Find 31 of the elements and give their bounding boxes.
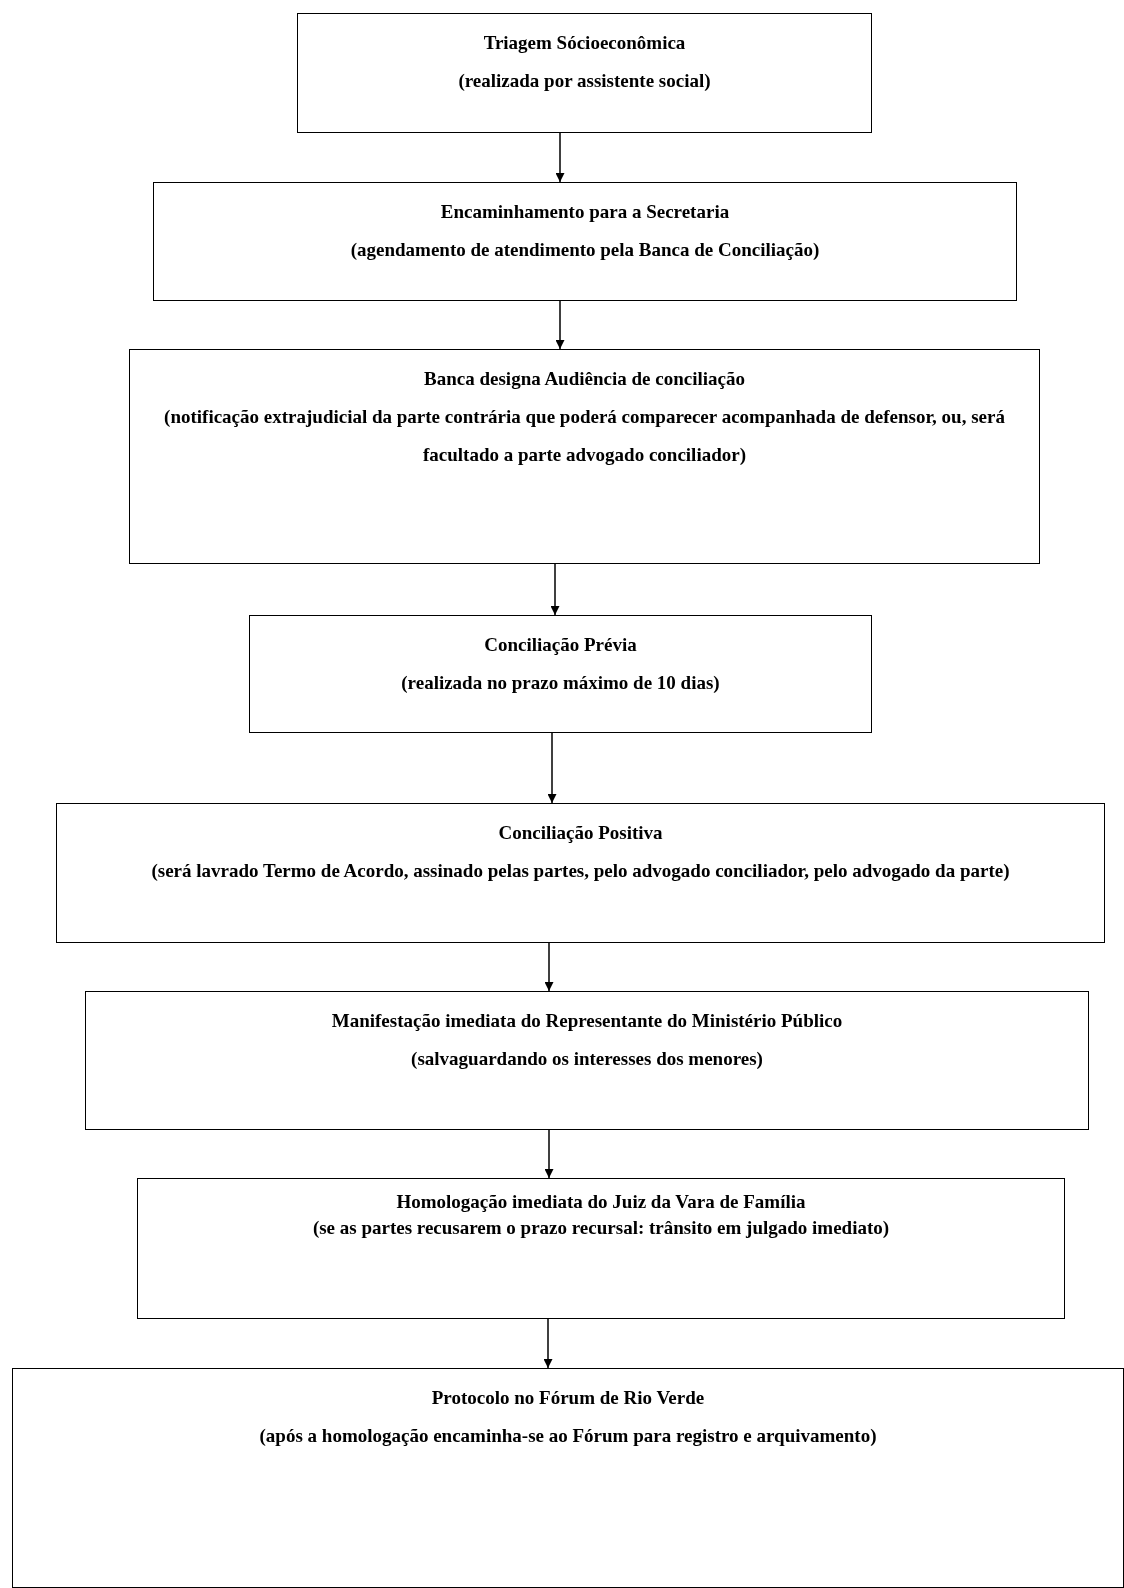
step-title: Protocolo no Fórum de Rio Verde xyxy=(430,1386,706,1410)
process-box xyxy=(153,182,1017,301)
step-title: Banca designa Audiência de conciliação xyxy=(423,367,746,391)
arrow xyxy=(550,563,560,616)
process-box xyxy=(85,991,1089,1130)
arrow xyxy=(547,732,557,804)
step-title: Manifestação imediata do Representante do Ministério Público xyxy=(330,1009,844,1033)
step-title: Triagem Sócioeconômica xyxy=(482,31,687,55)
step-title: Encaminhamento para a Secretaria xyxy=(439,200,731,224)
step-description: (notificação extrajudicial da parte contrária que poderá comparecer acompanhada de defensor, ou, será facultado a parte advogado conciliador) xyxy=(163,405,1006,467)
step-title: Conciliação Prévia xyxy=(483,633,638,657)
arrow xyxy=(544,1129,554,1179)
step-description: (realizada por assistente social) xyxy=(457,69,712,93)
step-title: Conciliação Positiva xyxy=(497,821,664,845)
arrow xyxy=(544,942,554,992)
step-description: (salvaguardando os interesses dos menores) xyxy=(410,1047,764,1071)
step-description: (após a homologação encaminha-se ao Fórum para registro e arquivamento) xyxy=(258,1424,878,1448)
process-box xyxy=(56,803,1105,943)
arrow xyxy=(555,300,565,350)
step-title: Homologação imediata do Juiz da Vara de Família xyxy=(395,1190,807,1214)
step-description: (se as partes recusarem o prazo recursal: trânsito em julgado imediato) xyxy=(311,1216,891,1240)
arrow xyxy=(543,1318,553,1369)
process-box xyxy=(249,615,872,733)
arrow xyxy=(555,132,565,183)
step-description: (realizada no prazo máximo de 10 dias) xyxy=(400,671,721,695)
process-box xyxy=(137,1178,1065,1319)
process-box xyxy=(297,13,872,133)
process-box xyxy=(129,349,1040,564)
step-description: (será lavrado Termo de Acordo, assinado pelas partes, pelo advogado conciliador, pelo advogado da parte) xyxy=(150,859,1011,883)
step-description: (agendamento de atendimento pela Banca de Conciliação) xyxy=(349,238,821,262)
process-box xyxy=(12,1368,1124,1588)
